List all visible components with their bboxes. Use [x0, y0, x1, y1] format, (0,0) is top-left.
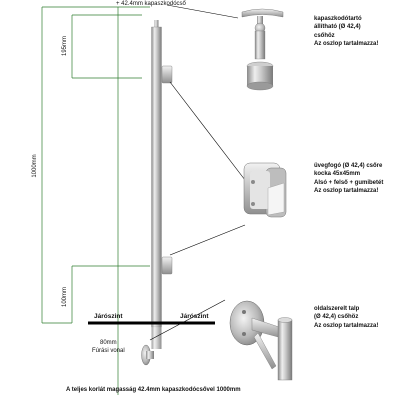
- drill-line-text: Fúrási vonal: [92, 348, 125, 355]
- side-mount-description: oldalszerelt talp (Ø 42,4) csőhöz Az osz…: [314, 306, 379, 329]
- connector-lines: [149, 4, 246, 341]
- dimension-lines: [41, 6, 150, 395]
- post: [141, 20, 173, 366]
- dimension-bottom-label: 100mm: [62, 287, 68, 308]
- floor-label-right: Járószint: [180, 313, 209, 320]
- handrail-holder-description: kapaszkodótartó állítható (Ø 42,4) csőhö…: [314, 16, 379, 47]
- handrail-holder-photo: [241, 8, 284, 91]
- glass-clamp-photo: [243, 162, 287, 218]
- drill-line-label: 80mm Fúrási vonal: [92, 339, 125, 356]
- glass-clamp-description: üvegfogó (Ø 42,4) csőre kocka 45x45mm Al…: [314, 163, 384, 194]
- dimension-top-label: 195mm: [62, 36, 68, 57]
- footer-note: A teljes korlát magasság 42.4mm kapaszko…: [66, 387, 241, 393]
- top-pipe-label: + 42.4mm kapaszkodócső: [116, 1, 186, 7]
- drill-distance: 80mm: [100, 340, 117, 346]
- floor-label-left: Járószint: [94, 313, 123, 320]
- dimension-total-label: 1000mm: [32, 154, 38, 178]
- side-mount-photo: [229, 300, 293, 381]
